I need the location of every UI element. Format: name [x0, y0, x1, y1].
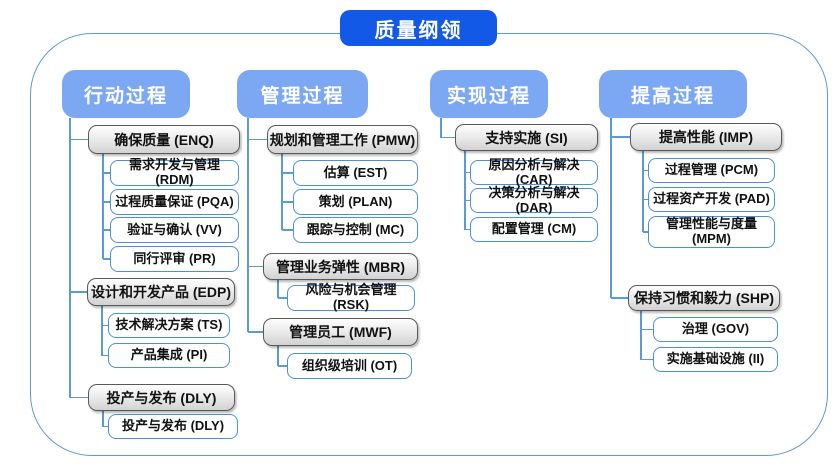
connector-line	[70, 396, 88, 399]
connector-line	[641, 328, 653, 331]
leaf-node: 过程管理 (PCM)	[648, 158, 775, 183]
connector-line	[610, 118, 612, 298]
group-node: 投产与发布 (DLY)	[88, 384, 235, 411]
connector-line	[281, 154, 283, 230]
connector-line	[441, 136, 455, 139]
connector-line	[642, 151, 644, 232]
connector-line	[278, 297, 287, 299]
connector-line	[611, 297, 628, 299]
connector-line	[247, 118, 249, 332]
leaf-node: 投产与发布 (DLY)	[108, 414, 238, 439]
connector-line	[70, 291, 87, 293]
connector-line	[248, 265, 263, 268]
leaf-node: 同行评审 (PR)	[110, 246, 239, 272]
connector-line	[101, 306, 103, 356]
leaf-node: 管理性能与度量 (MPM)	[648, 216, 775, 248]
leaf-node: 风险与机会管理 (RSK)	[287, 282, 415, 312]
connector-line	[248, 138, 267, 141]
leaf-node: 跟踪与控制 (MC)	[293, 217, 418, 243]
connector-line	[103, 172, 110, 174]
connector-line	[464, 151, 466, 230]
group-node: 管理员工 (MWF)	[263, 318, 418, 346]
connector-line	[102, 411, 104, 427]
connector-line	[643, 169, 648, 172]
connector-line	[103, 201, 110, 203]
leaf-node: 治理 (GOV)	[653, 317, 778, 342]
connector-line	[282, 201, 293, 203]
connector-line	[70, 138, 88, 141]
leaf-node: 组织级培训 (OT)	[287, 353, 412, 379]
connector-line	[248, 331, 263, 333]
connector-line	[103, 425, 108, 428]
group-node: 规划和管理工作 (PMW)	[267, 125, 418, 154]
group-node: 确保质量 (ENQ)	[88, 125, 240, 154]
leaf-node: 原因分析与解决 (CAR)	[470, 157, 598, 186]
leaf-node: 决策分析与解决 (DAR)	[470, 185, 598, 214]
connector-line	[277, 280, 279, 298]
column-header-0: 行动过程	[62, 70, 190, 118]
connector-line	[278, 365, 287, 367]
column-header-3: 提高过程	[599, 70, 747, 118]
group-node: 管理业务弹性 (MBR)	[263, 253, 418, 280]
connector-line	[282, 172, 293, 174]
connector-line	[640, 311, 642, 360]
leaf-node: 实施基础设施 (II)	[653, 347, 778, 372]
connector-line	[465, 228, 470, 231]
connector-line	[440, 118, 442, 138]
leaf-node: 产品集成 (PI)	[108, 343, 230, 368]
connector-line	[282, 229, 293, 231]
leaf-node: 配置管理 (CM)	[470, 217, 598, 242]
diagram-title: 质量纲领	[340, 10, 497, 46]
group-node: 支持实施 (SI)	[455, 124, 598, 151]
connector-line	[643, 198, 648, 201]
column-header-1: 管理过程	[237, 70, 368, 118]
connector-line	[641, 358, 653, 361]
connector-line	[611, 136, 630, 138]
leaf-node: 技术解决方案 (TS)	[108, 313, 230, 338]
leaf-node: 策划 (PLAN)	[293, 189, 418, 215]
leaf-node: 估算 (EST)	[293, 160, 418, 186]
group-node: 设计和开发产品 (EDP)	[87, 278, 235, 306]
group-node: 保持习惯和毅力 (SHP)	[628, 285, 780, 311]
connector-line	[465, 199, 470, 202]
leaf-node: 需求开发与管理 (RDM)	[110, 157, 239, 187]
connector-line	[102, 324, 108, 327]
connector-line	[102, 154, 104, 259]
leaf-node: 过程质量保证 (PQA)	[110, 189, 239, 215]
connector-line	[69, 118, 71, 398]
leaf-node: 验证与确认 (VV)	[110, 217, 239, 243]
connector-line	[465, 171, 470, 174]
column-header-2: 实现过程	[430, 70, 548, 118]
connector-line	[103, 258, 110, 260]
connector-line	[103, 229, 110, 231]
leaf-node: 过程资产开发 (PAD)	[648, 187, 775, 212]
group-node: 提高性能 (IMP)	[630, 123, 782, 151]
connector-line	[277, 346, 279, 366]
connector-line	[102, 354, 108, 357]
connector-line	[643, 231, 648, 233]
